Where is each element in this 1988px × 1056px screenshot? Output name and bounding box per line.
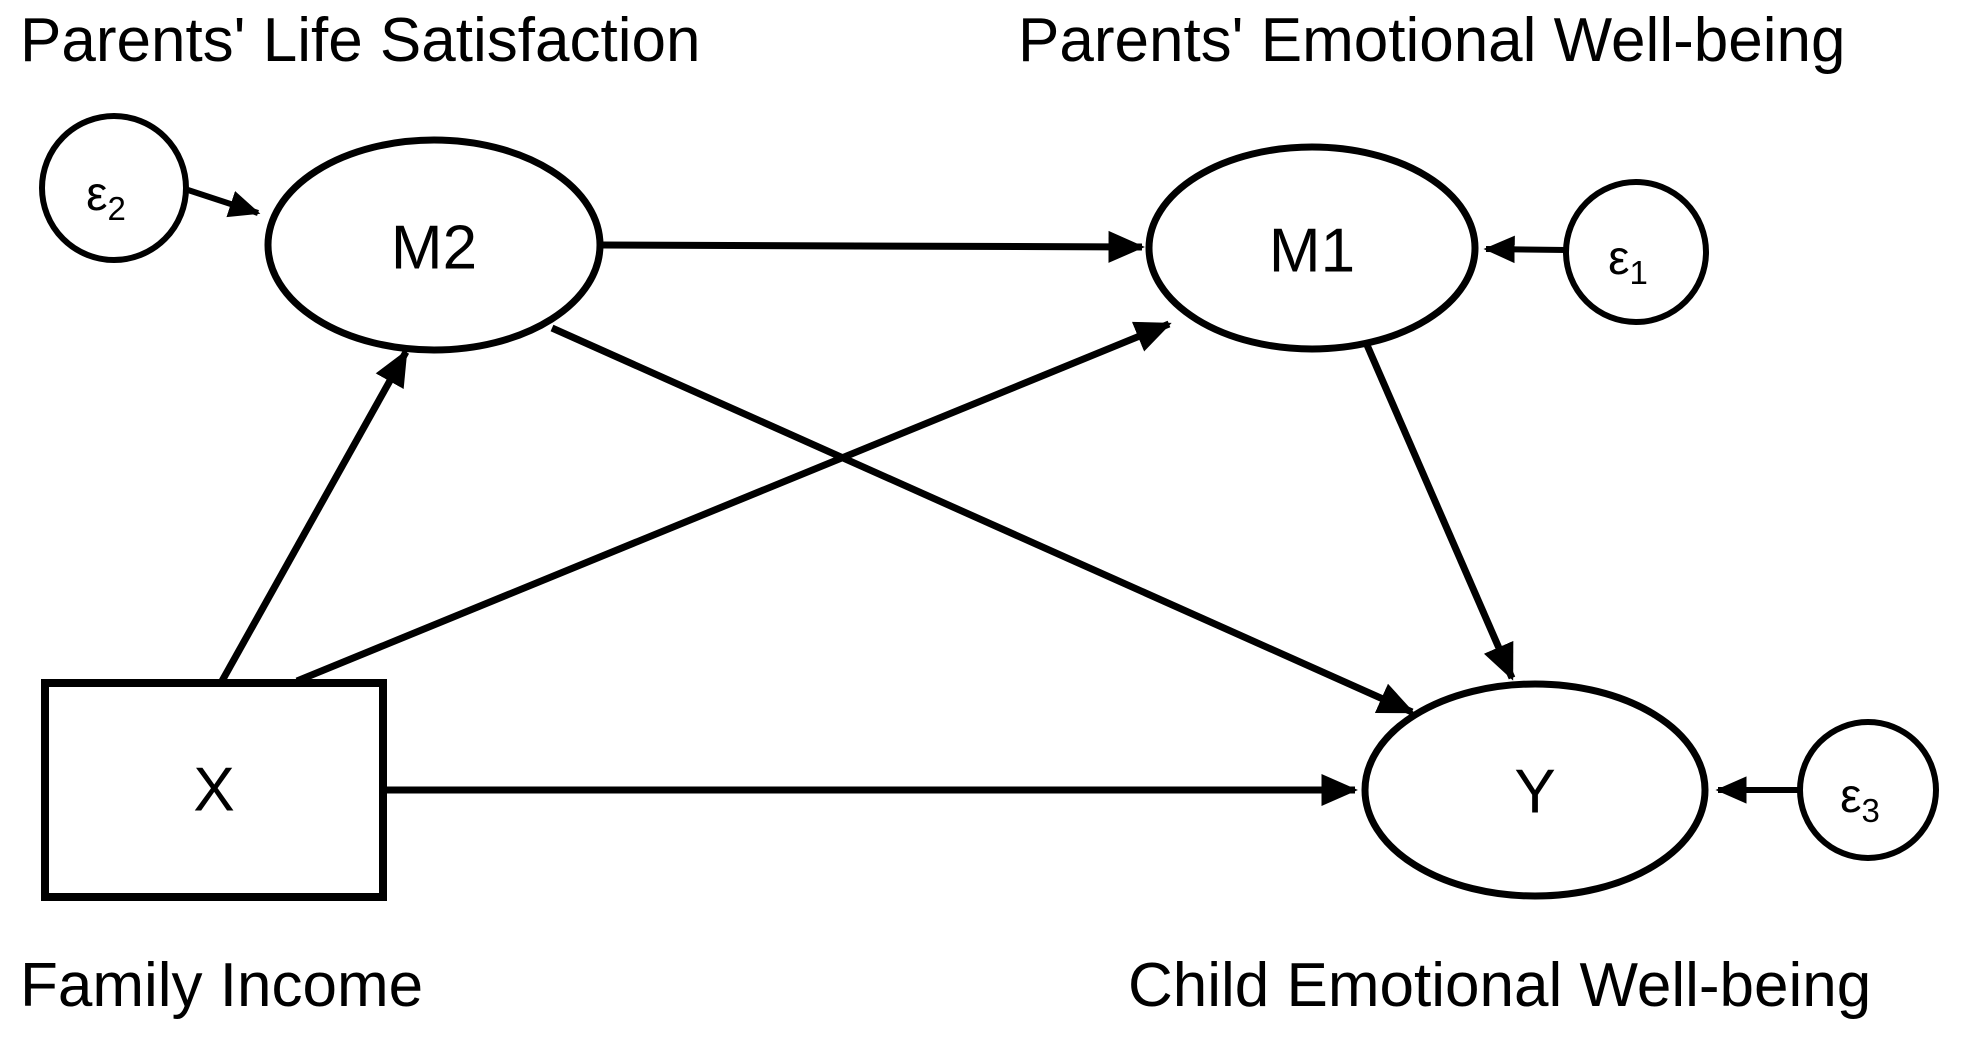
e2-circle[interactable] (39, 113, 189, 263)
x-label: X (193, 756, 234, 825)
e3-label-subscript: 3 (1862, 792, 1880, 829)
e3-label: ε3 (1840, 770, 1880, 829)
e1-label: ε1 (1608, 232, 1648, 291)
edge-x-to-m2 (218, 349, 410, 683)
e3-circle[interactable] (1797, 719, 1939, 861)
edge-x-to-m1 (295, 320, 1172, 685)
edge-m1-to-y (1363, 343, 1516, 681)
m1-ellipse[interactable] (1145, 143, 1479, 353)
node-e3[interactable]: ε3 (1797, 719, 1939, 861)
node-x[interactable]: X (41, 679, 387, 901)
node-m1[interactable]: M1 (1145, 143, 1479, 353)
e1-label-subscript: 1 (1630, 254, 1648, 291)
m2-ellipse[interactable] (264, 136, 604, 354)
caption-child-emotional-wellbeing: Child Emotional Well-being (1128, 951, 1872, 1020)
e2-label-symbol: ε (86, 168, 107, 221)
e2-label-subscript: 2 (108, 190, 126, 227)
m2-label: M2 (391, 214, 477, 283)
edge-e2-to-m2 (187, 187, 261, 218)
node-m2[interactable]: M2 (264, 136, 604, 354)
e1-circle[interactable] (1563, 179, 1709, 325)
edge-m2-to-y (550, 324, 1415, 716)
x-rect[interactable] (41, 679, 387, 901)
caption-parents-emotional-wellbeing: Parents' Emotional Well-being (1018, 6, 1846, 75)
nodes-group: ε2 M2 M1 ε1 X (39, 113, 1939, 901)
e1-label-symbol: ε (1608, 232, 1629, 285)
m1-label: M1 (1269, 217, 1355, 286)
y-ellipse[interactable] (1361, 680, 1709, 900)
edge-m2-to-m1 (601, 230, 1145, 263)
edge-e1-to-m1 (1483, 235, 1567, 264)
caption-parents-life-satisfaction: Parents' Life Satisfaction (20, 6, 701, 75)
edges-group (187, 187, 1798, 807)
y-label: Y (1514, 758, 1555, 827)
e3-label-symbol: ε (1840, 770, 1861, 823)
node-e1[interactable]: ε1 (1563, 179, 1709, 325)
node-e2[interactable]: ε2 (39, 113, 189, 263)
node-y[interactable]: Y (1361, 680, 1709, 900)
caption-family-income: Family Income (20, 951, 424, 1020)
e2-label: ε2 (86, 168, 126, 227)
